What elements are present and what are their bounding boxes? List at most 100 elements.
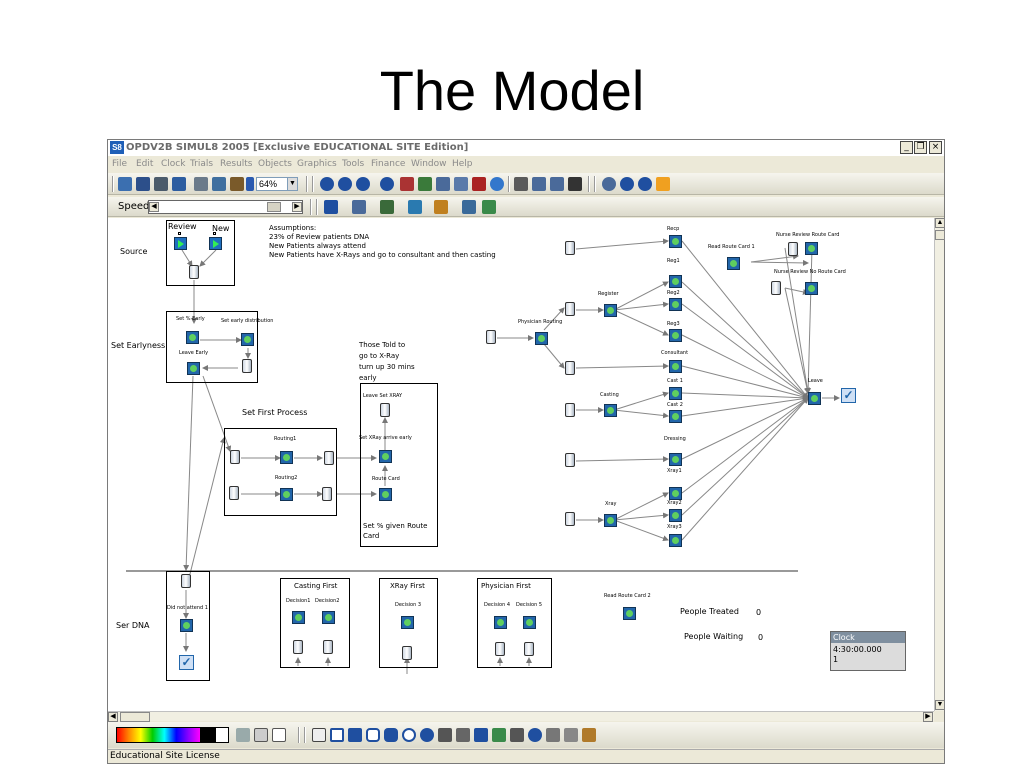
title-bar[interactable]: S8 OPDV2B SIMUL8 2005 [Exclusive EDUCATI… [108, 140, 944, 156]
xray3-activity[interactable] [669, 534, 682, 547]
xray-queue-icon[interactable] [565, 512, 575, 526]
vertical-scroll-thumb[interactable] [935, 230, 945, 240]
simulation-canvas[interactable]: Source Set Earlyness Ser DNA Set First P… [108, 218, 934, 711]
xray-first-group-box[interactable] [379, 578, 438, 668]
decision1-queue-icon[interactable] [293, 640, 303, 654]
nurse-review-no-route-card-activity[interactable] [805, 282, 818, 295]
step-back-icon[interactable] [338, 177, 352, 191]
horizontal-scrollbar[interactable]: ◀ ▶ [108, 711, 934, 722]
menu-objects[interactable]: Objects [258, 159, 293, 169]
routing1-activity[interactable] [280, 451, 293, 464]
decision5-activity[interactable] [523, 616, 536, 629]
xray2-activity[interactable] [669, 509, 682, 522]
routing2-queue-in-icon[interactable] [229, 486, 239, 500]
casting-first-group-box[interactable] [280, 578, 350, 668]
physician-queue-icon[interactable] [486, 330, 496, 344]
recp-activity[interactable] [669, 235, 682, 248]
decision1-activity[interactable] [292, 611, 305, 624]
magnifier-icon[interactable] [514, 177, 528, 191]
dna-group-box[interactable] [166, 571, 210, 681]
reg3-activity[interactable] [669, 329, 682, 342]
routing2-activity[interactable] [280, 488, 293, 501]
finance-icon[interactable] [472, 177, 486, 191]
routing1-queue-out-icon[interactable] [324, 451, 334, 465]
casting-queue-icon[interactable] [565, 403, 575, 417]
line-width-icon[interactable] [254, 728, 268, 742]
xray-activity[interactable] [604, 514, 617, 527]
menu-clock[interactable]: Clock [161, 159, 186, 169]
decision3-queue-icon[interactable] [402, 646, 412, 660]
optquest-icon[interactable] [638, 177, 652, 191]
route-card-activity[interactable] [379, 488, 392, 501]
close-button[interactable]: × [929, 141, 942, 154]
leave-set-xray-queue-icon[interactable] [380, 403, 390, 417]
menu-finance[interactable]: Finance [371, 159, 406, 169]
storage-area-icon[interactable] [352, 200, 366, 214]
work-entry-icon[interactable] [324, 200, 338, 214]
rotate-icon[interactable] [528, 728, 542, 742]
circle-outline-icon[interactable] [402, 728, 416, 742]
color-swatch-black[interactable] [201, 727, 215, 743]
new-entry-icon[interactable] [209, 237, 222, 250]
grid-tool-icon[interactable] [510, 728, 524, 742]
dna-exit-checkmark-icon[interactable]: ✓ [179, 655, 194, 670]
xray-route-group-box[interactable] [360, 383, 438, 547]
physician-first-group-box[interactable] [477, 578, 552, 668]
copy-icon[interactable] [212, 177, 226, 191]
rounded-rectangle-icon[interactable] [366, 728, 380, 742]
minimize-button[interactable]: _ [900, 141, 913, 154]
horizontal-scroll-thumb[interactable] [120, 712, 150, 722]
nurse-review-no-route-card-queue-icon[interactable] [771, 281, 781, 295]
earlyness-queue-icon[interactable] [242, 359, 252, 373]
results-icon[interactable] [400, 177, 414, 191]
dressing-activity[interactable] [669, 453, 682, 466]
tag-icon[interactable] [656, 177, 670, 191]
work-center-icon[interactable] [380, 200, 394, 214]
decision3-activity[interactable] [401, 616, 414, 629]
reg2-activity[interactable] [669, 298, 682, 311]
visual-logic-icon[interactable] [620, 177, 634, 191]
source-group-box[interactable] [166, 220, 235, 286]
clock-panel[interactable]: Clock 4:30:00.000 1 [830, 631, 906, 671]
menu-trials[interactable]: Trials [190, 159, 214, 169]
align-icon[interactable] [546, 728, 560, 742]
register-activity[interactable] [604, 304, 617, 317]
view-icon[interactable] [550, 177, 564, 191]
decision5-queue-icon[interactable] [524, 642, 534, 656]
maximize-button[interactable]: ❐ [914, 141, 927, 154]
rectangle-filled-icon[interactable] [348, 728, 362, 742]
line-tool-icon[interactable] [438, 728, 452, 742]
conveyor-icon[interactable] [482, 200, 496, 214]
nurse-review-route-card-activity[interactable] [805, 242, 818, 255]
earlyness-group-box[interactable] [166, 311, 258, 383]
xray1-activity[interactable] [669, 487, 682, 500]
save-icon[interactable] [136, 177, 150, 191]
zoom-select[interactable]: 64% ▼ [256, 177, 298, 191]
paste-icon[interactable] [230, 177, 244, 191]
route-icon[interactable] [462, 200, 476, 214]
consultant-queue-icon[interactable] [565, 361, 575, 375]
read-route-card-1-activity[interactable] [727, 257, 740, 270]
line-style-icon[interactable] [236, 728, 250, 742]
menu-window[interactable]: Window [411, 159, 447, 169]
run-icon[interactable] [356, 177, 370, 191]
did-not-attend-activity[interactable] [180, 619, 193, 632]
rectangle-outline-icon[interactable] [330, 728, 344, 742]
speed-slider-thumb[interactable] [267, 202, 281, 212]
text-tool-icon[interactable] [474, 728, 488, 742]
binoculars-icon[interactable] [568, 177, 582, 191]
table-icon[interactable] [436, 177, 450, 191]
set-pct-early-activity[interactable] [186, 331, 199, 344]
decision4-activity[interactable] [494, 616, 507, 629]
print-icon[interactable] [154, 177, 168, 191]
nurse-review-route-card-queue-icon[interactable] [788, 242, 798, 256]
recp-queue-icon[interactable] [565, 241, 575, 255]
scroll-up-icon[interactable]: ▲ [935, 218, 945, 228]
decision2-activity[interactable] [322, 611, 335, 624]
scroll-left-icon[interactable]: ◀ [108, 712, 118, 722]
routing2-queue-out-icon[interactable] [322, 487, 332, 501]
camera-icon[interactable] [532, 177, 546, 191]
reg1-activity[interactable] [669, 275, 682, 288]
set-xray-arrive-early-activity[interactable] [379, 450, 392, 463]
scroll-down-icon[interactable]: ▼ [935, 700, 945, 710]
